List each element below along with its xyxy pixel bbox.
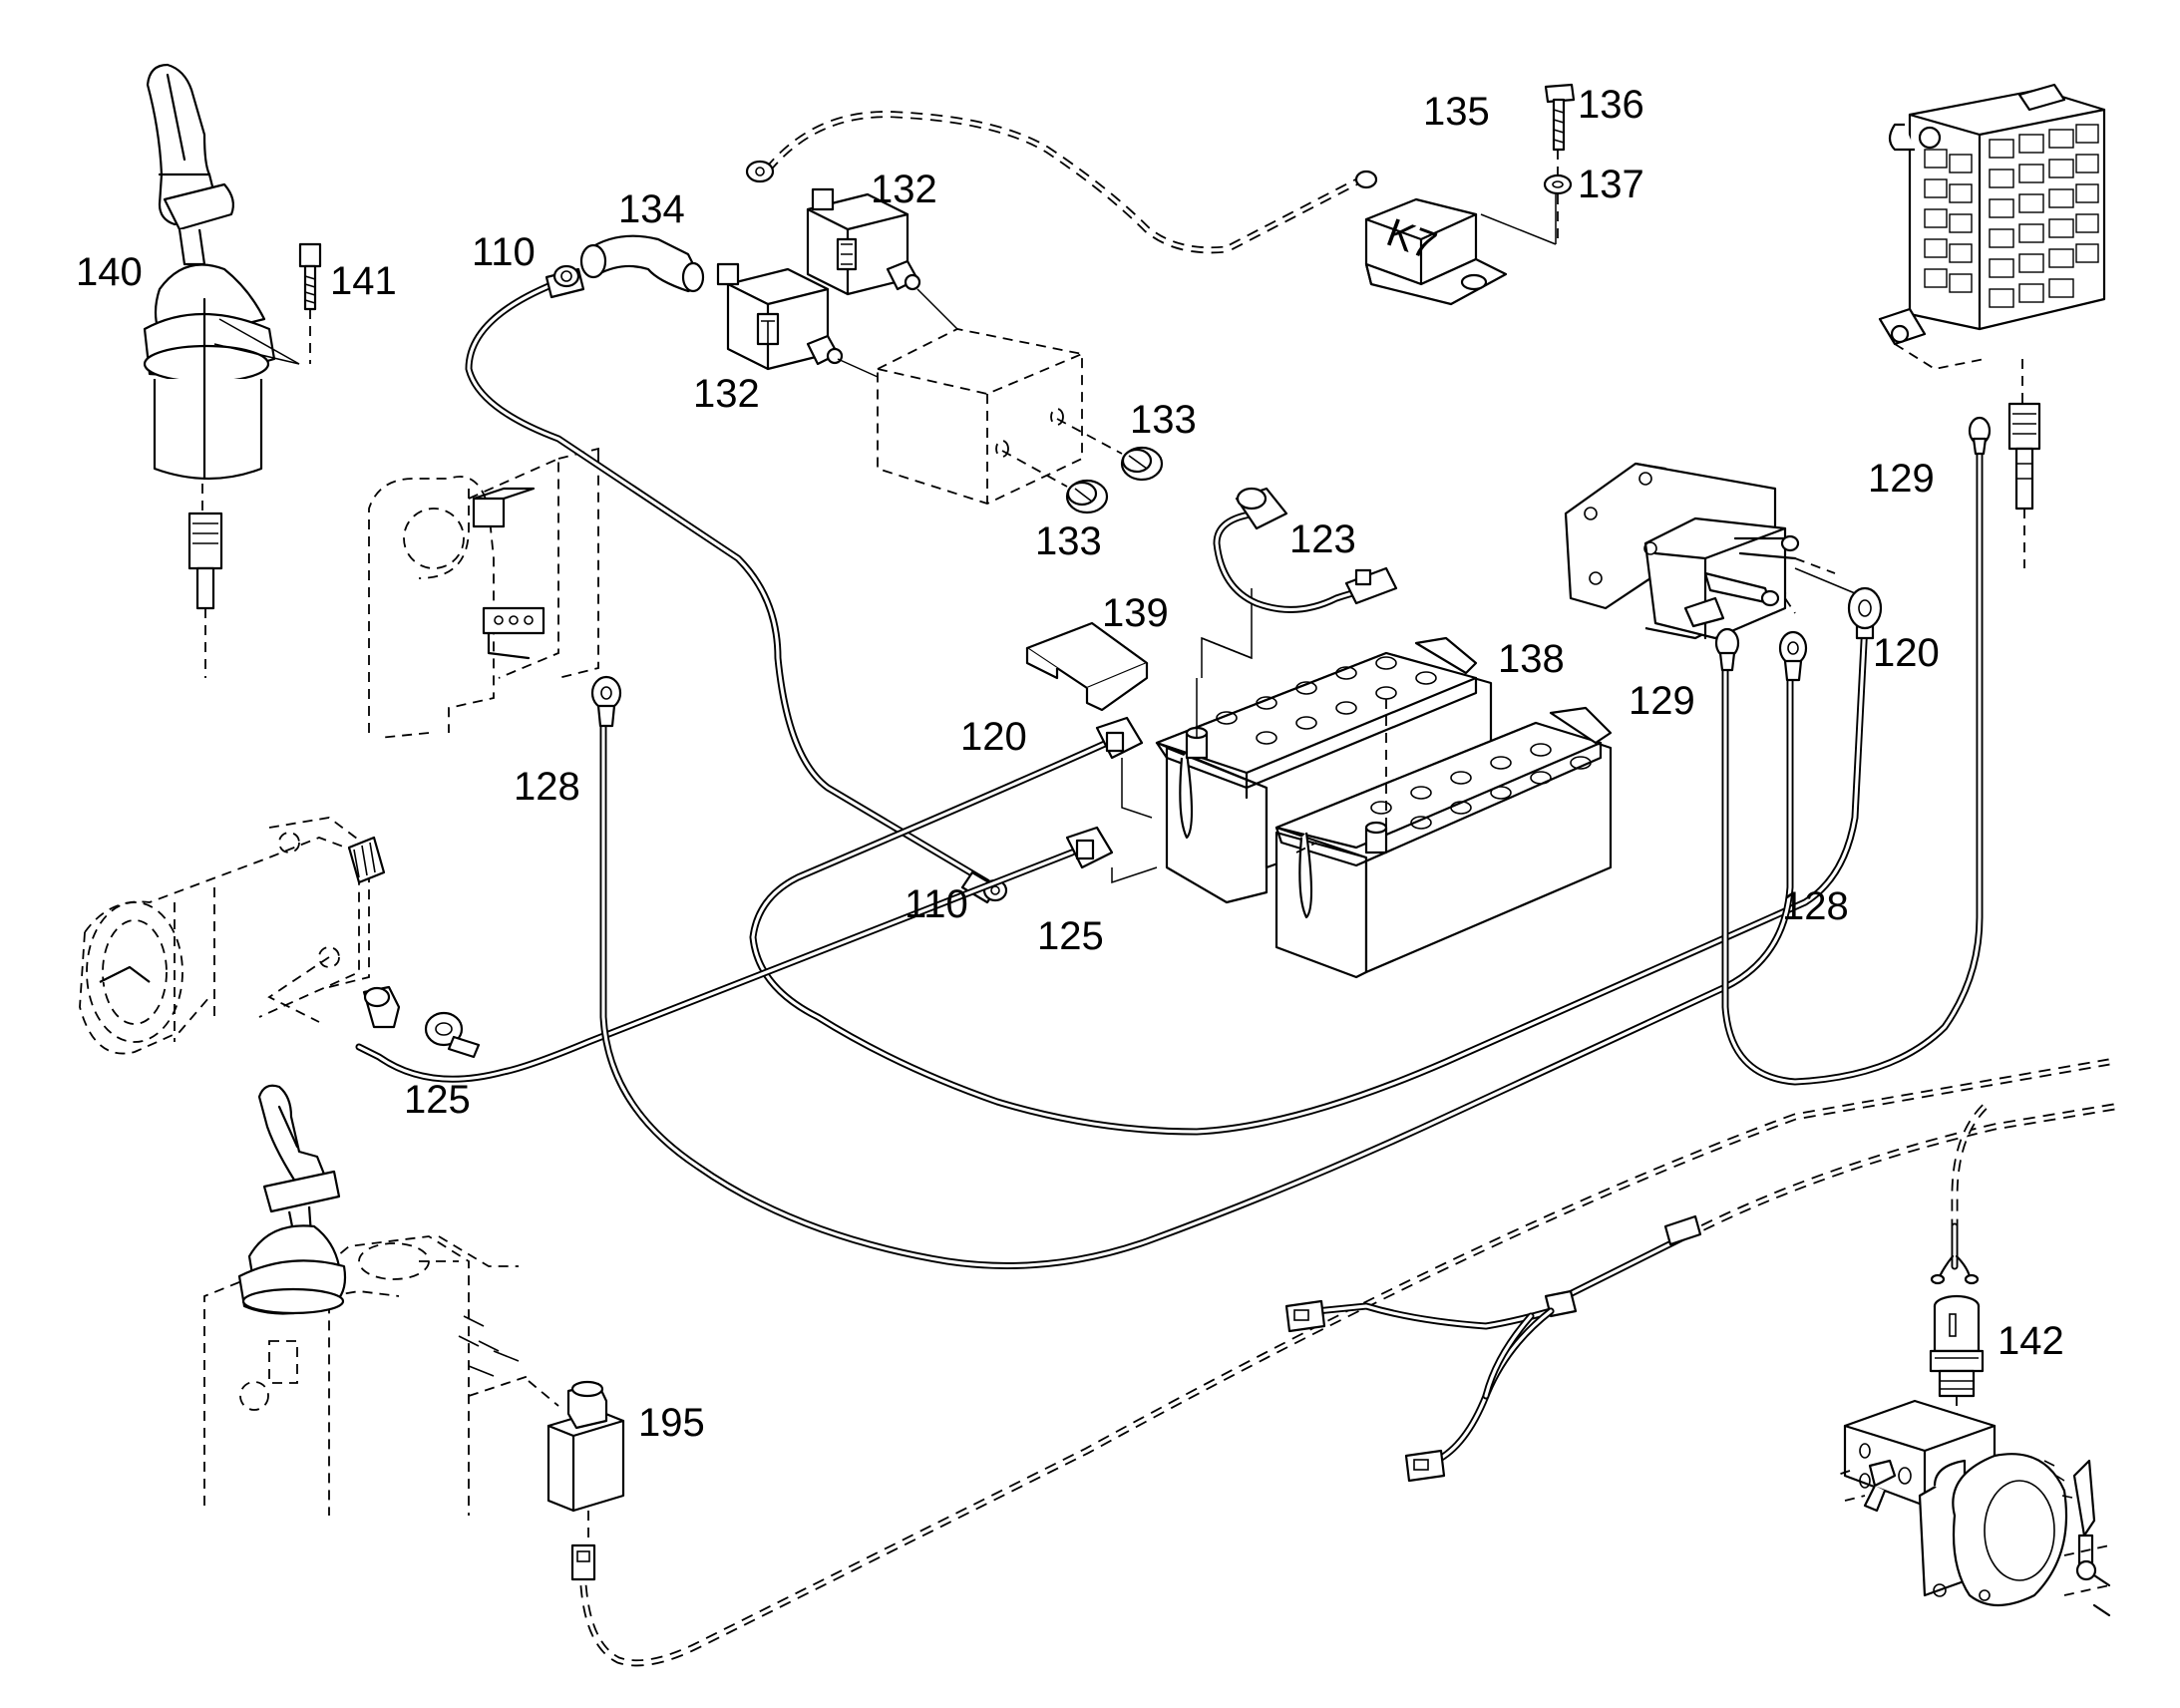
cable-128-lug-housing [1778,630,1808,682]
fuse-box [1878,83,2106,568]
callout-110: 110 [472,230,536,274]
callout-132: 132 [693,372,760,416]
cable-120-lug-right [1847,586,1883,640]
cable-129-lug-fusebox [1968,416,1992,456]
pump-housing [1564,462,1836,640]
wiring-harness [1284,1103,2115,1483]
cable-125-lug-motor [424,1011,481,1059]
fuse-cells [1924,124,2099,308]
cable-129-lug-housing [1714,627,1740,672]
plug-133-lower [1001,450,1109,514]
callout-139: 139 [1102,591,1169,635]
callout-141: 141 [330,259,397,303]
callout-132: 132 [871,168,937,211]
harness-connector-lower [1404,1449,1446,1483]
motor-assembly [79,817,386,1055]
callout-133: 133 [1035,519,1102,563]
ground-cable-129 [1714,416,1992,1086]
callout-110: 110 [905,882,968,926]
circuit-breaker-132-lower [716,262,844,371]
dashed-cable-top [745,111,1378,254]
callout-123: 123 [1289,517,1356,561]
bolt-136 [1544,83,1576,152]
callout-125: 125 [1037,914,1104,958]
battery-cable-125 [355,826,1158,1083]
joystick-plug [187,484,223,678]
small-joystick [237,1084,347,1315]
callout-120: 120 [1873,631,1940,675]
joystick-140 [143,63,300,678]
callout-142: 142 [1998,1319,2064,1363]
motor-terminal-boot [362,985,401,1029]
cable-128-lug-frame [590,675,622,728]
battery-front [1274,698,1613,979]
callout-labels: 110 134 132 132 133 133 135 136 137 140 … [76,83,2064,1445]
terminal-cover-139 [1025,588,1253,712]
callout-135: 135 [1423,90,1490,134]
leader-lines [213,194,1557,659]
sleeve-134 [579,234,705,293]
callout-136: 136 [1578,83,1644,127]
callout-120: 120 [960,715,1027,759]
switch-195-connector [570,1058,2110,1667]
callout-125: 125 [404,1078,471,1122]
plug-133-right [1056,418,1164,482]
callout-140: 140 [76,250,143,294]
callout-129: 129 [1868,457,1935,501]
circuit-breaker-132-upper [806,187,921,296]
callout-129: 129 [1629,679,1695,723]
screw-141 [298,242,322,364]
valve-block [1834,1399,2111,1617]
microswitch-195 [528,1058,2110,1667]
callout-137: 137 [1578,163,1644,206]
callout-128: 128 [1782,884,1849,928]
callout-128: 128 [514,765,580,809]
mounting-block [837,288,1083,505]
callout-138: 138 [1498,637,1565,681]
callout-134: 134 [618,187,685,231]
cable-110-lug-top [545,264,585,299]
callout-195: 195 [638,1401,705,1445]
fuse-box-plug [2007,359,2041,568]
battery-cable-120-left [749,567,1883,1136]
frame-bracket-left [368,447,599,739]
harness-connector-upper [1284,1299,1326,1333]
callout-133: 133 [1130,398,1197,442]
relay-135: K7 [1364,197,1557,306]
battery-cable-123 [1196,487,1398,738]
pressure-switch-142 [1929,1294,1985,1446]
washer-137 [1543,150,1573,244]
